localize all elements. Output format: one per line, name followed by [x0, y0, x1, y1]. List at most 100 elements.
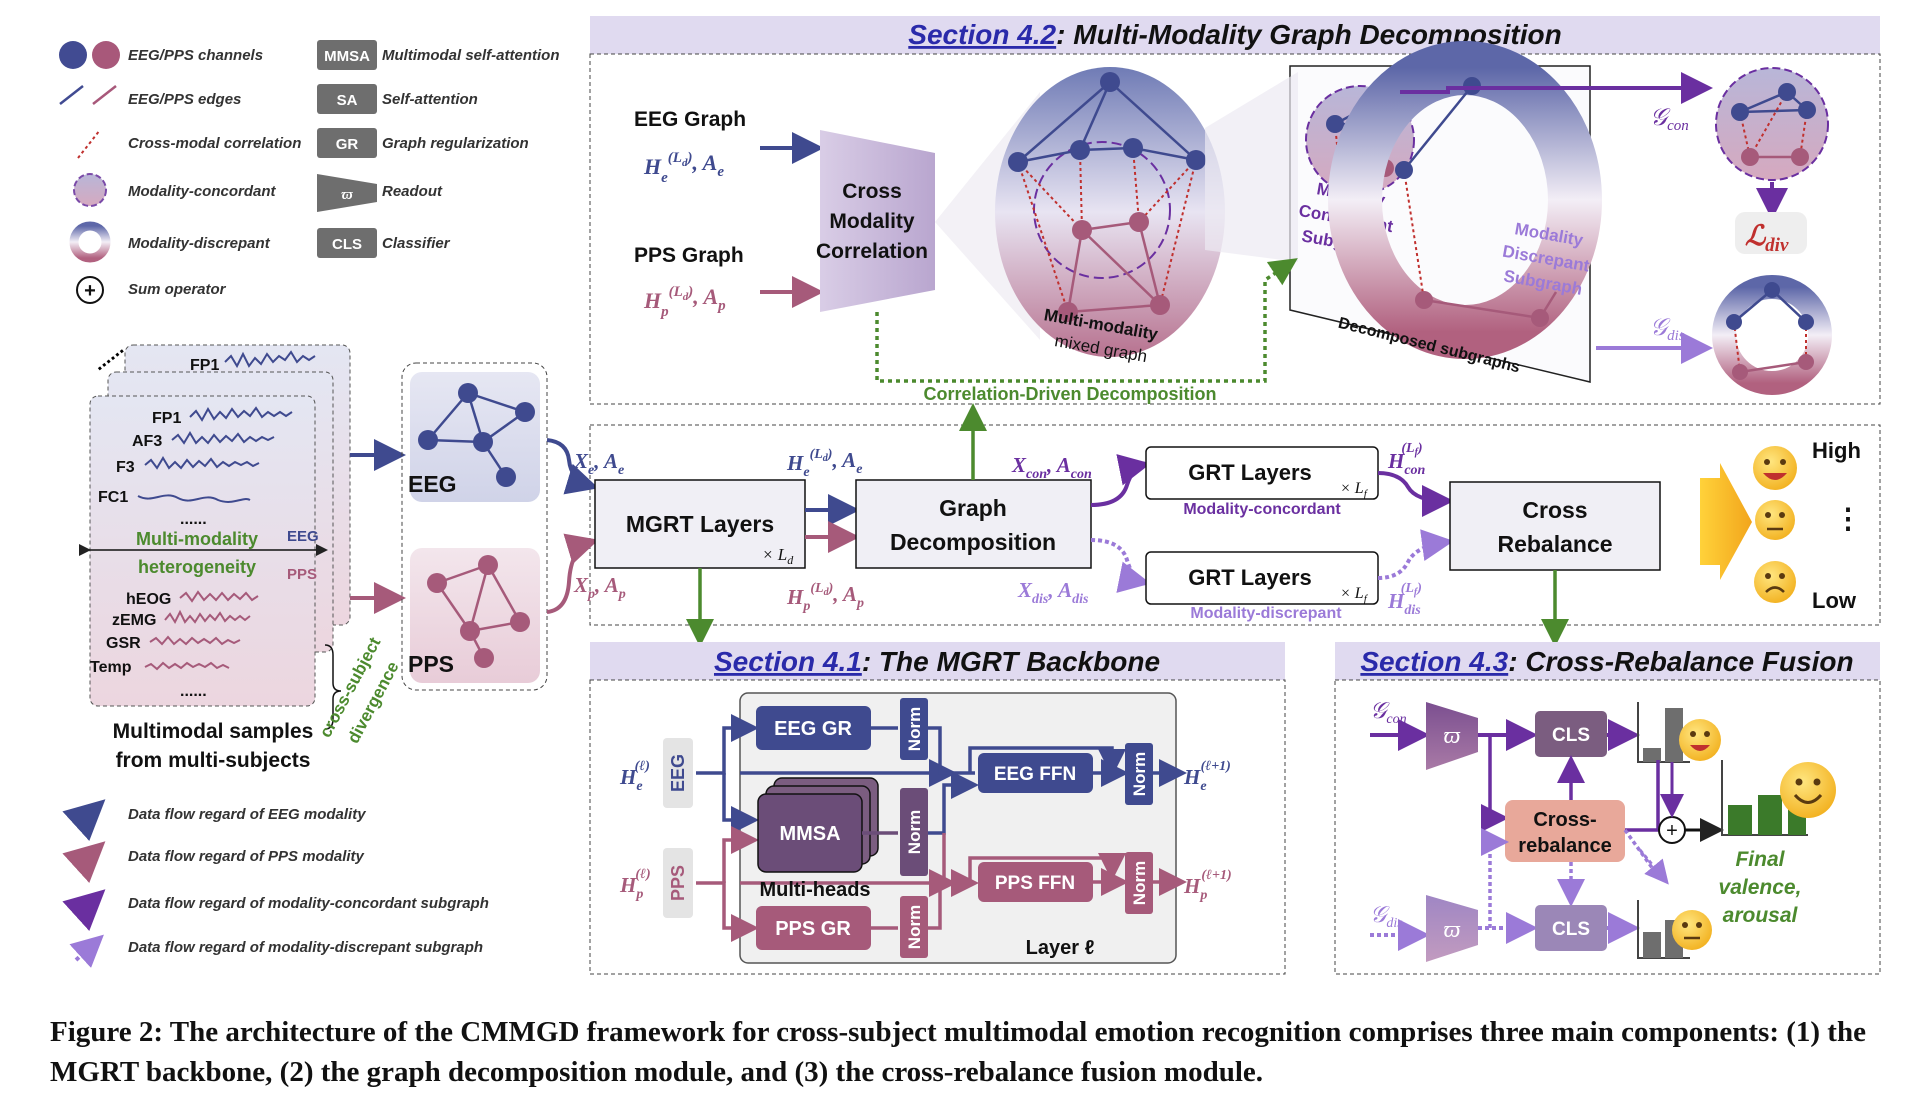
svg-text:GRT Layers: GRT Layers: [1188, 460, 1312, 485]
sample-eeg-tag: EEG: [287, 528, 319, 545]
multimodal-samples: ...... FP1 FP1 AF3 F3 FC1 ...... hEOG zE…: [79, 337, 403, 772]
channel-fp1-back: FP1: [190, 357, 219, 374]
svg-text:Norm: Norm: [905, 905, 924, 949]
svg-text:Hp(ℓ): Hp(ℓ): [619, 867, 651, 902]
final-label-3: arousal: [1723, 904, 1799, 927]
graph-decomposition: [855, 479, 1092, 569]
ldiv-label: ℒdiv: [1745, 221, 1789, 256]
svg-text:Decomposition: Decomposition: [890, 529, 1056, 555]
eeg-edge-icon: [59, 85, 84, 105]
final-label-2: valence,: [1719, 876, 1802, 899]
norm-eeg-2: [1125, 743, 1153, 805]
svg-text:CLS: CLS: [1552, 919, 1590, 940]
svg-text:× Lf: × Lf: [1340, 480, 1369, 500]
channel-fp1: FP1: [152, 410, 181, 427]
svg-text:Xdis, Adis: Xdis, Adis: [1017, 578, 1089, 607]
svg-text:Hp(Ld), Ap: Hp(Ld), Ap: [786, 581, 864, 614]
concordant-icon: [73, 173, 107, 207]
abbr-text-sa: Self-attention: [382, 91, 478, 108]
section-4-1: Section 4.1: The MGRT Backbone He(ℓ) Hp(…: [589, 642, 1286, 975]
legend-abbreviations: MMSA Multimodal self-attention SA Self-a…: [317, 40, 560, 258]
legend-sum: Sum operator: [128, 281, 227, 298]
cls-dis: [1535, 905, 1607, 951]
samples-caption-1: Multimodal samples: [113, 720, 314, 743]
svg-text:Norm: Norm: [1130, 861, 1149, 905]
abbr-text-mmsa: Multimodal self-attention: [382, 47, 560, 64]
pps-ffn-block: [978, 862, 1093, 902]
pps-graph-label: PPS: [408, 651, 454, 677]
svg-text:He(ℓ+1): He(ℓ+1): [1183, 759, 1231, 794]
channel-temp: Temp: [90, 659, 132, 676]
channel-heog: hEOG: [126, 591, 171, 608]
final-label-1: Final: [1735, 848, 1785, 871]
svg-text:He(Ld), Ae: He(Ld), Ae: [643, 150, 724, 186]
svg-text:EEG FFN: EEG FFN: [994, 764, 1076, 785]
eeg-graph-input: EEG Graph: [634, 108, 746, 131]
high-label: High: [1812, 438, 1861, 463]
flow-pps: Data flow regard of PPS modality: [128, 848, 365, 865]
eeg-ffn-block: [978, 753, 1093, 793]
discrepant-subgraph: [1328, 41, 1602, 359]
section-4-1-title: Section 4.1: The MGRT Backbone: [714, 646, 1160, 677]
eeg-ellipsis: ......: [180, 511, 207, 528]
corr-decomp-label: Correlation-Driven Decomposition: [923, 384, 1216, 404]
concordant-label: Modality-concordant: [1183, 501, 1341, 518]
flow-dis: Data flow regard of modality-discrepant …: [128, 939, 483, 956]
svg-text:+: +: [1666, 820, 1678, 842]
svg-text:Xp, Ap: Xp, Ap: [573, 573, 626, 602]
pps-gr-block: [756, 906, 871, 950]
eeg-graph-label: EEG: [408, 471, 457, 497]
channel-fc1: FC1: [98, 489, 128, 506]
svg-text:Hcon(Lf): Hcon(Lf): [1387, 441, 1426, 478]
main-pipeline: Xe, Ae Xp, Ap MGRT Layers × Ld He(Ld), A…: [546, 403, 1881, 647]
svg-text:rebalance: rebalance: [1518, 835, 1611, 857]
abbr-text-cls: Classifier: [382, 235, 451, 252]
abbr-tag-cls: CLS: [332, 236, 362, 253]
samples-caption-2: from multi-subjects: [116, 749, 311, 772]
svg-text:ϖ: ϖ: [1444, 917, 1461, 943]
abbr-text-readout: Readout: [382, 183, 443, 200]
legend-edges: EEG/PPS edges: [128, 91, 241, 108]
cross-modality-correlation: [820, 130, 935, 312]
cls-con: [1535, 711, 1607, 757]
legend-concordant: Modality-concordant: [128, 183, 277, 200]
emoji-dis: [1672, 910, 1712, 950]
gcon-node: [1715, 67, 1829, 181]
eeg-gr-block: [756, 706, 871, 750]
svg-text:Rebalance: Rebalance: [1497, 531, 1612, 557]
svg-text:He(Ld), Ae: He(Ld), Ae: [786, 447, 862, 480]
output-arrow: [1700, 463, 1752, 580]
svg-text:Norm: Norm: [905, 707, 924, 751]
emoji-low: [1754, 561, 1796, 603]
mixed-graph: [995, 67, 1225, 357]
emoji-final: [1780, 762, 1836, 818]
pps-channel-icon: [92, 41, 120, 69]
hetero-label-1: Multi-modality: [136, 529, 258, 549]
channel-af3: AF3: [132, 433, 162, 450]
legend-cross-corr: Cross-modal correlation: [128, 135, 301, 152]
multiheads-label: Multi-heads: [759, 879, 870, 901]
svg-text:Correlation: Correlation: [816, 240, 928, 263]
svg-text:Cross: Cross: [842, 180, 902, 203]
cross-rebalance-block: [1505, 800, 1625, 862]
layer-label: Layer ℓ: [1026, 937, 1095, 959]
svg-text:Hp(Ld), Ap: Hp(Ld), Ap: [643, 284, 726, 320]
flow-eeg: Data flow regard of EEG modality: [128, 806, 366, 823]
channel-zemg: zEMG: [112, 612, 156, 629]
hetero-label-2: heterogeneity: [138, 557, 256, 577]
section-4-3: Section 4.3: Cross-Rebalance Fusion 𝒢con…: [1334, 642, 1881, 975]
norm-pps-1: [900, 896, 928, 958]
legend-discrepant: Modality-discrepant: [128, 235, 271, 252]
legend-flows: Data flow regard of EEG modality Data fl…: [62, 799, 489, 968]
svg-text:CLS: CLS: [1552, 725, 1590, 746]
figure-caption: Figure 2: The architecture of the CMMGD …: [50, 1016, 1866, 1088]
norm-pps-2: [1125, 852, 1153, 914]
sample-pps-tag: PPS: [287, 566, 317, 583]
svg-text:ϖ: ϖ: [1444, 723, 1461, 749]
svg-text:PPS FFN: PPS FFN: [995, 873, 1075, 894]
abbr-tag-gr: GR: [336, 136, 359, 153]
svg-text:EEG: EEG: [668, 754, 688, 792]
readout-dis: [1426, 895, 1478, 962]
low-label: Low: [1812, 588, 1857, 613]
svg-text:Cross: Cross: [1522, 497, 1587, 523]
